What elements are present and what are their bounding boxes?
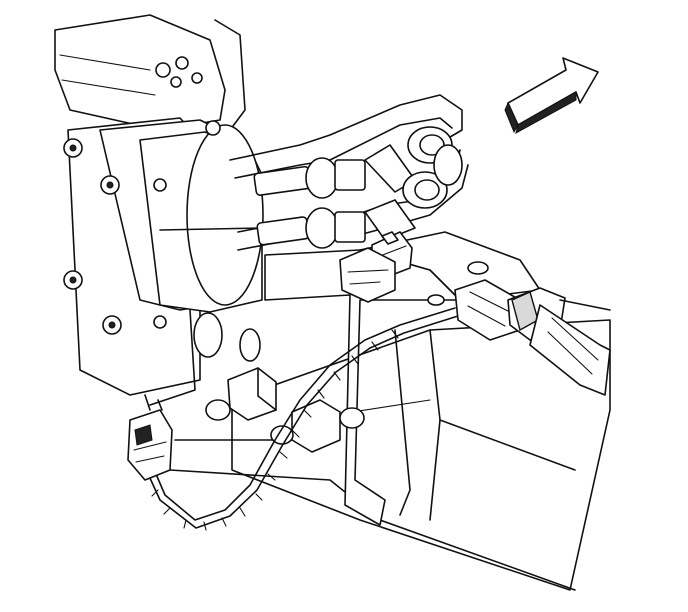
hose-upper <box>229 94 463 199</box>
frame-rail <box>169 319 611 591</box>
direction-arrow-icon <box>504 57 599 134</box>
electrical-connector-lower <box>339 247 396 303</box>
pump-assembly <box>63 117 264 406</box>
wiring-harness <box>143 307 459 531</box>
bolt-lower <box>270 399 365 453</box>
bolt-upper <box>205 367 277 421</box>
hose-lower <box>237 144 469 251</box>
harness-connector-left <box>127 394 173 481</box>
sensor-cable-right <box>454 279 611 396</box>
mount-plate <box>54 14 246 131</box>
